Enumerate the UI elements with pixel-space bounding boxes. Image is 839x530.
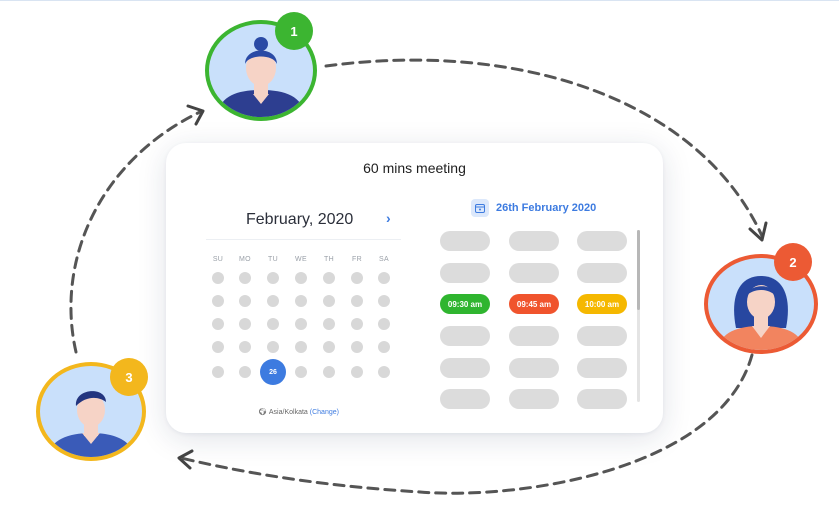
selected-date-label: 26th February 2020 [496,202,597,214]
weekday-sa: SA [379,256,389,263]
divider [206,239,401,240]
calendar-day[interactable] [212,272,224,284]
calendar-day[interactable] [378,318,390,330]
arrowhead-to-2 [748,221,768,242]
weekday-th: TH [324,256,334,263]
calendar-day[interactable] [212,341,224,353]
timezone-change-link[interactable]: (Change) [309,409,339,416]
meeting-card: 60 mins meeting February, 2020 › SU MO TU W… [166,143,663,433]
calendar-day[interactable] [239,366,251,378]
man-avatar-icon [48,391,134,457]
calendar-day[interactable] [295,318,307,330]
calendar-day[interactable] [212,366,224,378]
calendar-day[interactable] [239,341,251,353]
calendar-day[interactable] [351,318,363,330]
timezone-row: 🌍︎Asia/Kolkata (Change) [258,408,339,416]
weekday-tu: TU [268,256,278,263]
woman-avatar-icon [718,276,804,350]
scrollbar[interactable] [637,230,640,402]
calendar-day[interactable] [212,295,224,307]
time-slot-placeholder[interactable] [577,231,627,251]
woman-avatar-icon [217,37,305,117]
time-slot-placeholder[interactable] [509,358,559,378]
weekday-mo: MO [239,256,251,263]
participant-3-badge: 3 [110,358,148,396]
participant-1-badge: 1 [275,12,313,50]
calendar-day[interactable] [351,295,363,307]
globe-icon: 🌍︎ [258,409,267,416]
arrow-1-to-2 [324,58,764,238]
calendar-day[interactable] [267,272,279,284]
calendar-day[interactable] [351,272,363,284]
calendar-day[interactable] [378,366,390,378]
time-slot-placeholder[interactable] [509,231,559,251]
calendar-day[interactable] [212,318,224,330]
arrowhead-to-1 [186,104,205,126]
calendar-day[interactable] [239,272,251,284]
calendar-day[interactable] [378,341,390,353]
time-slot-placeholder[interactable] [509,326,559,346]
calendar-day[interactable] [351,366,363,378]
time-slot-placeholder[interactable] [440,231,490,251]
time-slot-placeholder[interactable] [440,326,490,346]
meeting-title: 60 mins meeting [363,160,466,176]
calendar-day[interactable] [351,341,363,353]
weekday-su: SU [212,256,224,263]
calendar-day[interactable] [378,295,390,307]
weekday-fr: FR [352,256,362,263]
time-slot-button[interactable]: 10:00 am [577,294,627,314]
calendar-day[interactable] [295,272,307,284]
selected-day[interactable]: 26 [260,359,286,385]
time-slot-placeholder[interactable] [577,326,627,346]
arrowhead-to-3 [177,449,194,470]
weekday-we: WE [295,256,307,263]
calendar-day[interactable] [267,295,279,307]
time-slot-placeholder[interactable] [440,389,490,409]
calendar-day[interactable] [323,366,335,378]
calendar-day[interactable] [295,295,307,307]
calendar-day[interactable] [323,272,335,284]
time-slot-button[interactable]: 09:30 am [440,294,490,314]
arrow-2-to-3 [179,353,754,495]
time-slot-placeholder[interactable] [577,389,627,409]
month-label: February, 2020 [246,211,354,228]
participant-1-avatar [205,20,317,121]
time-slot-placeholder[interactable] [577,358,627,378]
calendar-day[interactable] [239,295,251,307]
time-slot-placeholder[interactable] [440,263,490,283]
time-slot-placeholder[interactable] [440,358,490,378]
calendar-day[interactable] [239,318,251,330]
calendar-day[interactable] [267,341,279,353]
calendar-day[interactable] [295,341,307,353]
time-slot-placeholder[interactable] [509,263,559,283]
arrow-3-to-1 [69,110,202,354]
time-slot-placeholder[interactable] [577,263,627,283]
calendar-day[interactable] [323,318,335,330]
calendar-day[interactable] [378,272,390,284]
timezone-label: Asia/Kolkata [268,409,308,416]
calendar-day[interactable] [267,318,279,330]
time-slot-placeholder[interactable] [509,389,559,409]
top-border [0,0,839,1]
scrollbar-thumb[interactable] [637,230,640,310]
calendar-day[interactable] [323,341,335,353]
calendar-day[interactable] [323,295,335,307]
calendar-icon [471,199,489,217]
chevron-right-icon[interactable]: › [386,210,391,226]
participant-2-badge: 2 [774,243,812,281]
time-slot-button[interactable]: 09:45 am [509,294,559,314]
calendar-day[interactable] [295,366,307,378]
